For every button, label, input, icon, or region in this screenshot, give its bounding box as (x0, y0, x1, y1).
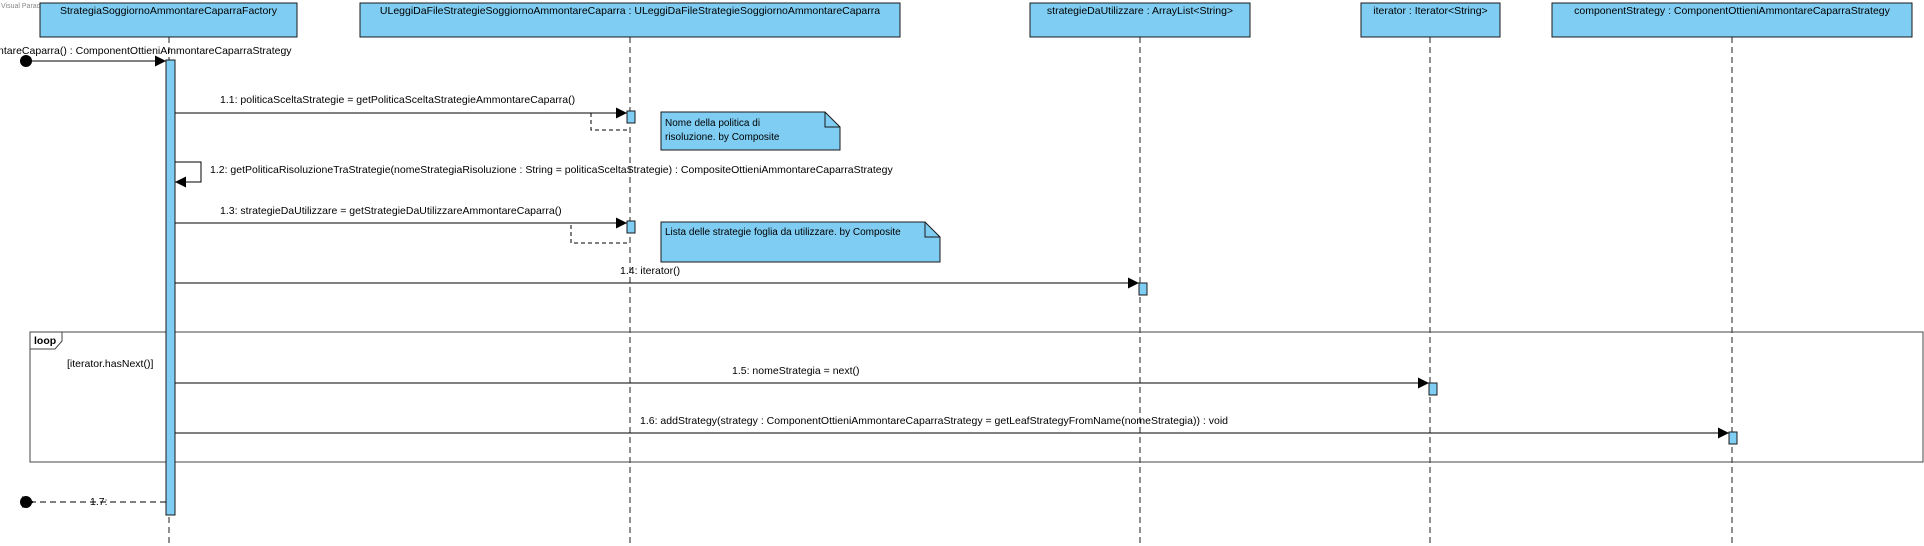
loop-guard: [iterator.hasNext()] (67, 358, 153, 370)
activation-component (1728, 431, 1738, 445)
note-1-line-1: Nome della politica di (665, 118, 760, 129)
loop-frame (29, 331, 1924, 463)
loop-tab (29, 331, 63, 350)
lifeline-component-title: componentStrategy : ComponentOttieniAmmo… (1574, 5, 1890, 17)
note-1-body (660, 111, 841, 151)
message-1-4-label: 1.4: iterator() (620, 265, 680, 277)
lifeline-iterator-title: iterator : Iterator<String> (1373, 5, 1487, 17)
message-entry-label: ntareCaparra() : ComponentOttieniAmmonta… (0, 45, 292, 57)
lifeline-uleggi[interactable]: ULeggiDaFileStrategieSoggiornoAmmontareC… (359, 2, 901, 546)
lifeline-uleggi-head[interactable] (359, 2, 901, 38)
message-1-2-label: 1.2: getPoliticaRisoluzioneTraStrategie(… (210, 164, 893, 176)
lifeline-factory-title: StrategiaSoggiornoAmmontareCaparraFactor… (60, 5, 278, 17)
lifeline-strategie-head[interactable] (1029, 2, 1251, 38)
watermark-text: Visual Paradigm (1, 3, 52, 10)
lifeline-factory[interactable]: StrategiaSoggiornoAmmontareCaparraFactor… (39, 2, 298, 546)
lifeline-factory-head[interactable] (39, 2, 298, 38)
message-1-6[interactable]: 1.6: addStrategy(strategy : ComponentOtt… (175, 415, 1729, 439)
message-1-6-label: 1.6: addStrategy(strategy : ComponentOtt… (640, 415, 1228, 427)
message-1-3[interactable]: 1.3: strategieDaUtilizzare = getStrategi… (175, 205, 627, 229)
lifeline-strategie-title: strategieDaUtilizzare : ArrayList<String… (1047, 5, 1233, 17)
activation-factory (165, 59, 176, 516)
note-2-body (660, 221, 941, 263)
note-2[interactable]: Lista delle strategie foglia da utilizza… (570, 221, 941, 263)
message-1-4[interactable]: 1.4: iterator() (175, 265, 1139, 289)
message-1-2[interactable]: 1.2: getPoliticaRisoluzioneTraStrategie(… (175, 161, 893, 188)
note-2-fold (924, 222, 940, 238)
loop-fragment[interactable]: loop [iterator.hasNext()] (29, 331, 1924, 463)
message-entry[interactable]: ntareCaparra() : ComponentOttieniAmmonta… (0, 45, 292, 67)
loop-operator-label: loop (34, 335, 56, 347)
return-message-end-dot (20, 496, 32, 508)
lifeline-iterator-head[interactable] (1360, 2, 1501, 38)
message-1-7-label: 1.7: (90, 496, 108, 508)
note-1-anchor (590, 111, 627, 131)
message-1-7[interactable]: 1.7: (20, 496, 166, 508)
message-1-1-label: 1.1: politicaSceltaStrategie = getPoliti… (220, 94, 575, 106)
found-message-start-dot (20, 55, 32, 67)
activation-iterator (1428, 382, 1438, 396)
note-2-anchor (570, 223, 627, 244)
activation-uleggi-2 (626, 220, 636, 234)
note-2-line-1: Lista delle strategie foglia da utilizza… (665, 227, 901, 238)
lifeline-iterator[interactable]: iterator : Iterator<String> (1360, 2, 1501, 546)
message-1-1[interactable]: 1.1: politicaSceltaStrategie = getPoliti… (175, 94, 627, 119)
lifeline-component[interactable]: componentStrategy : ComponentOttieniAmmo… (1551, 2, 1913, 546)
message-1-2-line (175, 161, 202, 188)
activation-uleggi-1 (626, 110, 636, 124)
note-1[interactable]: Nome della politica di risoluzione. by C… (590, 111, 841, 151)
message-1-5[interactable]: 1.5: nomeStrategia = next() (175, 365, 1429, 389)
lifeline-uleggi-title: ULeggiDaFileStrategieSoggiornoAmmontareC… (380, 5, 880, 17)
note-1-fold (824, 112, 840, 128)
note-1-line-2: risoluzione. by Composite (665, 132, 780, 143)
message-1-3-label: 1.3: strategieDaUtilizzare = getStrategi… (220, 205, 562, 217)
activation-strategie (1138, 282, 1148, 296)
message-1-5-label: 1.5: nomeStrategia = next() (732, 365, 860, 377)
lifeline-strategie[interactable]: strategieDaUtilizzare : ArrayList<String… (1029, 2, 1251, 546)
lifeline-component-head[interactable] (1551, 2, 1913, 38)
